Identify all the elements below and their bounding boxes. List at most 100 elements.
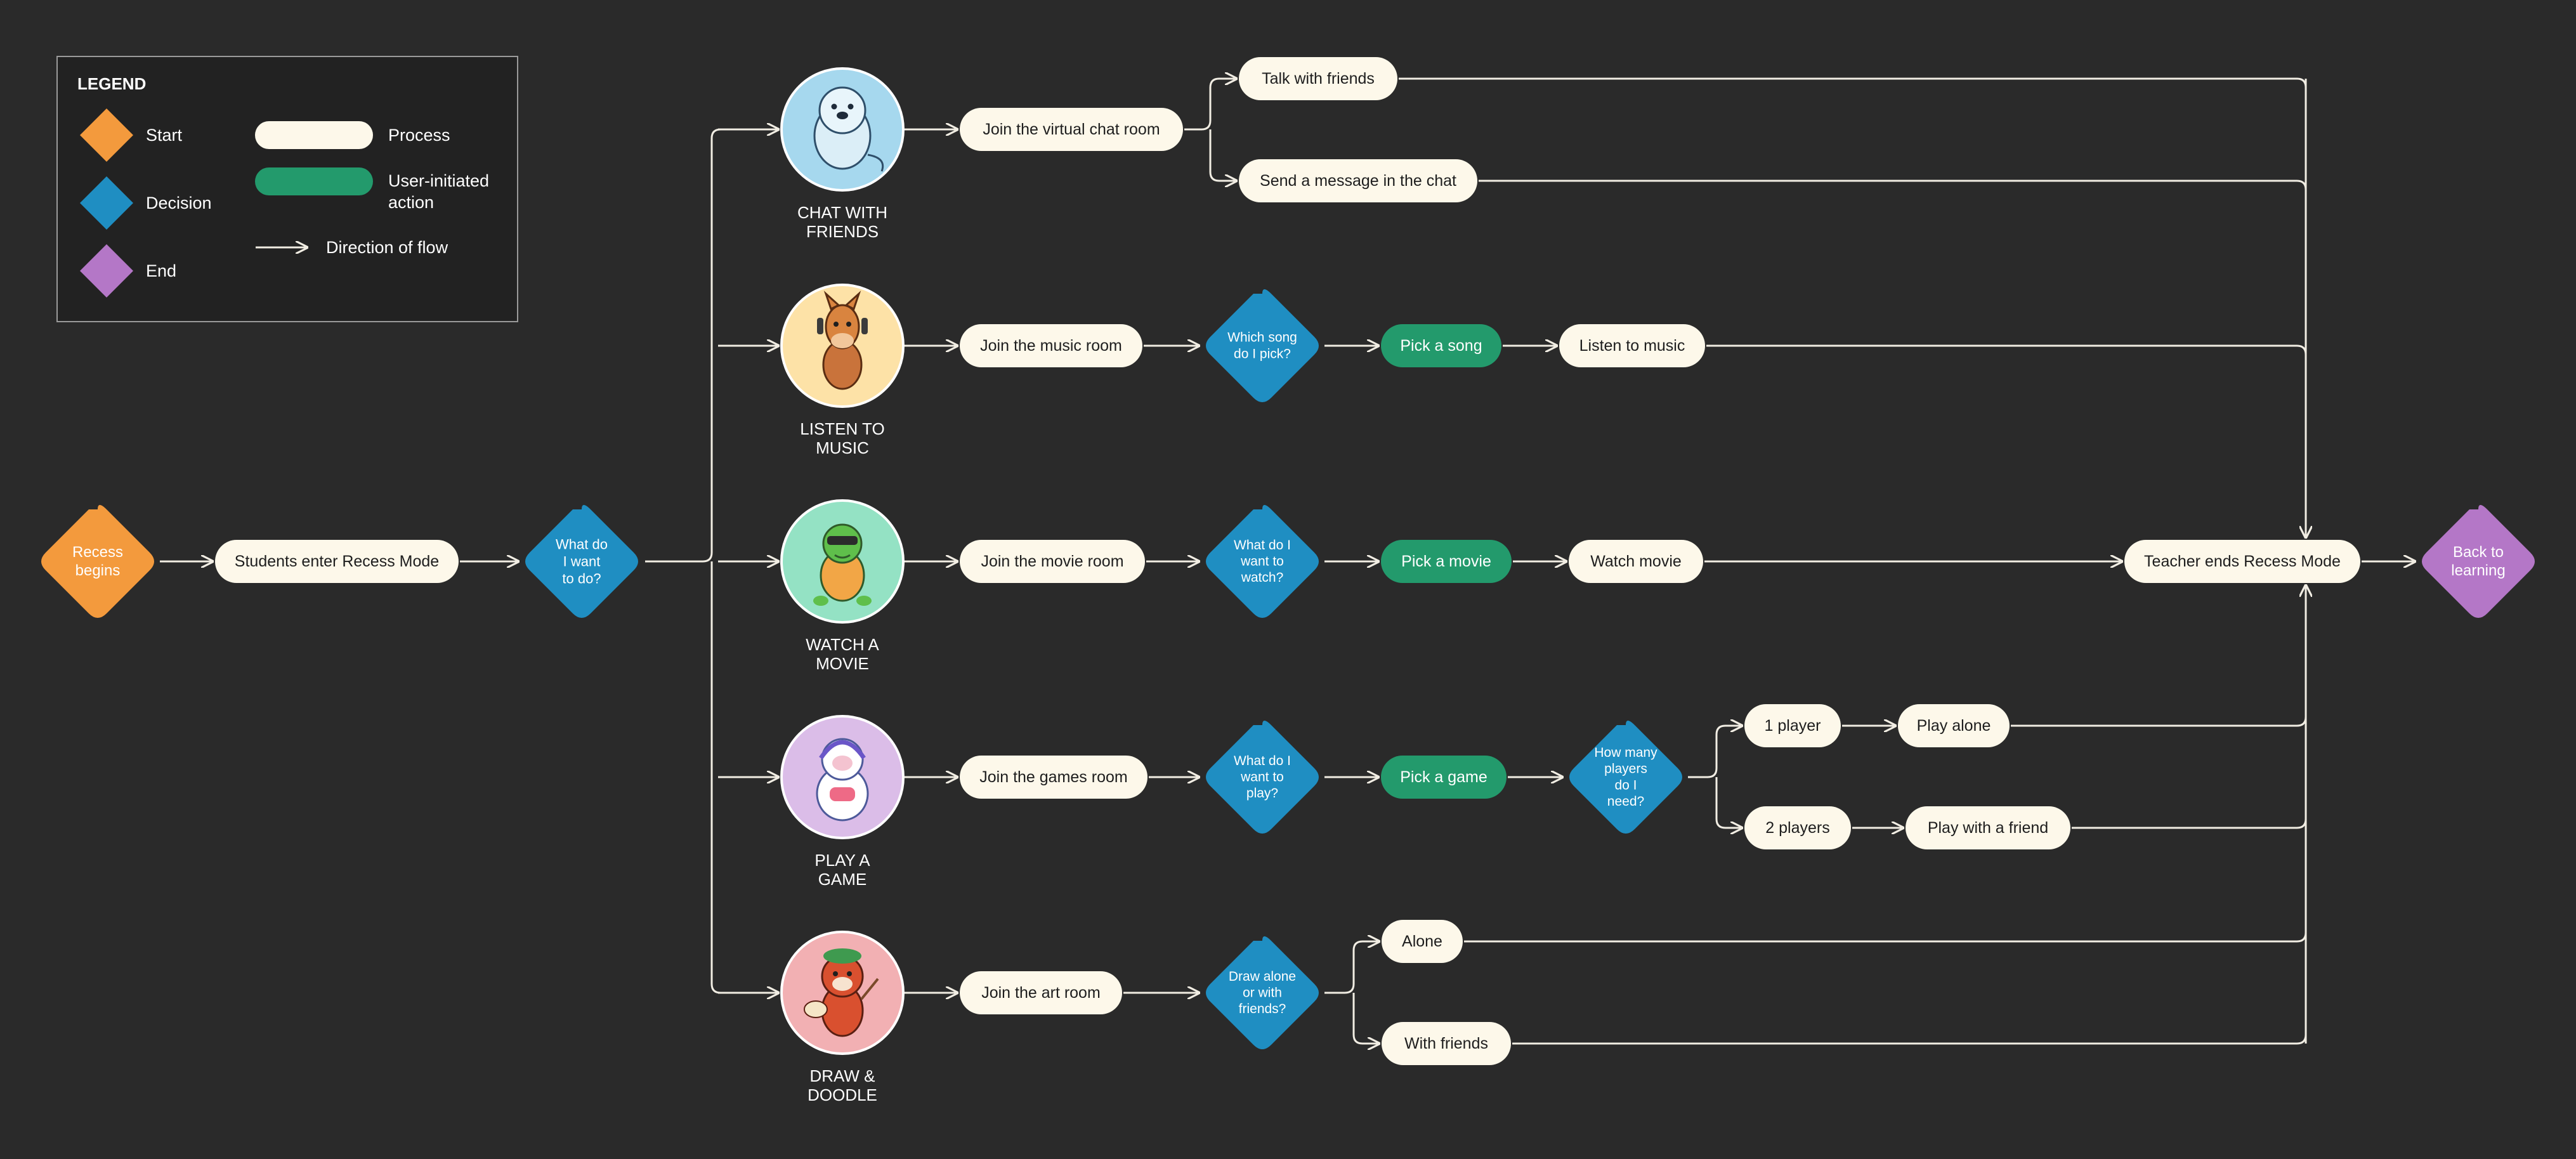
action-pick-song-shape bbox=[1381, 324, 1501, 367]
process-join-art-room-shape bbox=[960, 971, 1122, 1014]
players-branch-down bbox=[1715, 777, 1726, 829]
seal-flipper bbox=[867, 154, 884, 172]
legend-title: LEGEND bbox=[77, 74, 146, 93]
process-join-movie-room-label: Join the movie room bbox=[981, 553, 1123, 570]
process-join-games-room-shape bbox=[960, 756, 1147, 799]
action-pick-game-label: Pick a game bbox=[1400, 768, 1487, 786]
legend-flow-label: Direction of flow bbox=[326, 238, 448, 257]
process-2-players-shape bbox=[1744, 806, 1851, 849]
panda-eye bbox=[847, 971, 852, 976]
yeti-headphones bbox=[819, 740, 866, 759]
panda-muzzle bbox=[832, 977, 853, 991]
seal-head bbox=[818, 86, 866, 134]
process-join-art-room: Join the art room bbox=[960, 971, 1122, 1014]
turtle-smile bbox=[834, 554, 851, 559]
action-pick-song-label: Pick a song bbox=[1400, 337, 1482, 355]
process-1-player: 1 player bbox=[1744, 704, 1841, 747]
with-friends-to-collector bbox=[1512, 1034, 2307, 1045]
process-teacher-ends-shape bbox=[2124, 540, 2360, 583]
process-join-games-room-label: Join the games room bbox=[979, 768, 1127, 786]
panda-palette bbox=[804, 1000, 828, 1018]
process-join-music-room-label: Join the music room bbox=[980, 337, 1122, 355]
process-talk-with-friends: Talk with friends bbox=[1239, 57, 1397, 100]
horse-ears bbox=[823, 291, 861, 311]
horse-eye bbox=[846, 322, 851, 327]
horse-eye bbox=[834, 322, 839, 327]
decision-what-to-watch-shape bbox=[1206, 505, 1319, 618]
horse-icon bbox=[780, 284, 905, 408]
legend-start-swatch bbox=[80, 108, 133, 162]
process-join-movie-room-shape bbox=[960, 540, 1145, 583]
play-alone-to-collector bbox=[2011, 716, 2307, 727]
seal-eye bbox=[831, 103, 837, 110]
decision-draw-alone-or-friends-shape bbox=[1206, 936, 1319, 1049]
yeti-controller bbox=[830, 787, 855, 801]
action-pick-movie: Pick a movie bbox=[1381, 540, 1512, 583]
process-with-friends-label: With friends bbox=[1404, 1035, 1488, 1052]
process-alone-label: Alone bbox=[1402, 933, 1442, 950]
yeti-face bbox=[832, 756, 853, 771]
legend-process-swatch bbox=[255, 121, 373, 149]
art-branch-up bbox=[1324, 940, 1363, 994]
action-pick-song: Pick a song bbox=[1381, 324, 1501, 367]
start-recess-begins-shape bbox=[41, 505, 154, 618]
horse-headphone bbox=[861, 318, 868, 334]
process-send-message-shape bbox=[1239, 159, 1477, 202]
talk-to-collector bbox=[1399, 77, 2307, 88]
turtle-foot bbox=[813, 596, 828, 606]
decision-which-song-shape bbox=[1206, 289, 1319, 402]
process-watch-movie: Watch movie bbox=[1569, 540, 1703, 583]
horse-muzzle bbox=[831, 333, 854, 348]
red-panda-icon bbox=[780, 931, 905, 1055]
yeti-icon bbox=[780, 715, 905, 839]
action-pick-movie-label: Pick a movie bbox=[1401, 553, 1491, 570]
process-play-with-friend-label: Play with a friend bbox=[1928, 819, 2048, 837]
send-to-collector bbox=[1479, 180, 2307, 190]
process-join-chat-room-label: Join the virtual chat room bbox=[983, 121, 1160, 138]
play-friend-to-collector bbox=[2072, 818, 2307, 829]
process-teacher-ends: Teacher ends Recess Mode bbox=[2124, 540, 2360, 583]
process-play-with-friend-shape bbox=[1906, 806, 2070, 849]
seal-icon bbox=[780, 67, 905, 192]
process-watch-movie-shape bbox=[1569, 540, 1703, 583]
panda-eye bbox=[833, 971, 838, 976]
panda-brush bbox=[860, 978, 879, 1000]
turtle-icon bbox=[780, 499, 905, 624]
process-teacher-ends-label: Teacher ends Recess Mode bbox=[2144, 553, 2341, 570]
process-play-alone: Play alone bbox=[1898, 704, 2010, 747]
process-alone: Alone bbox=[1382, 920, 1463, 963]
turtle-glasses bbox=[827, 536, 858, 545]
process-with-friends: With friends bbox=[1382, 1022, 1511, 1065]
legend-end-label: End bbox=[146, 261, 176, 280]
process-join-chat-room: Join the virtual chat room bbox=[960, 108, 1183, 151]
legend-end-swatch bbox=[80, 244, 133, 298]
legend-decision-label: Decision bbox=[146, 193, 212, 213]
process-play-alone-label: Play alone bbox=[1917, 717, 1991, 735]
process-talk-with-friends-label: Talk with friends bbox=[1262, 70, 1375, 88]
process-play-alone-shape bbox=[1898, 704, 2010, 747]
process-send-message-label: Send a message in the chat bbox=[1260, 172, 1456, 190]
process-join-movie-room: Join the movie room bbox=[960, 540, 1145, 583]
turtle-foot bbox=[856, 596, 872, 606]
end-back-to-learning-shape bbox=[2422, 505, 2535, 618]
trunk-up bbox=[645, 128, 721, 563]
process-students-enter-label: Students enter Recess Mode bbox=[235, 553, 439, 570]
panda-beret bbox=[823, 948, 861, 964]
decision-what-do-i-want-shape bbox=[525, 505, 638, 618]
action-pick-game: Pick a game bbox=[1381, 756, 1507, 799]
